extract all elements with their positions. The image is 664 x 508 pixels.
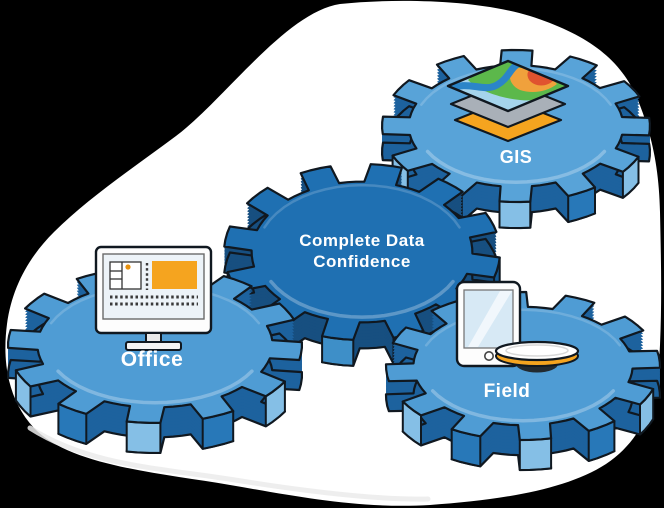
- blob-edge-shadow: [27, 425, 431, 502]
- gear-sheen: [424, 308, 622, 347]
- gis-gear-label: GIS: [500, 147, 533, 167]
- map-river: [448, 61, 528, 94]
- field-gear-label: Field: [484, 381, 531, 402]
- gear-office: Office: [7, 245, 303, 454]
- gear-sheen: [263, 183, 461, 229]
- gps-disc-inner-ring: [505, 344, 569, 357]
- map-red-area: [527, 69, 553, 86]
- gear-tooth-front: [125, 420, 162, 454]
- center-gear-label-line1: Complete Data: [299, 231, 425, 250]
- desktop-monitor-icon: [94, 245, 213, 351]
- monitor-neck: [145, 332, 162, 343]
- gear-top-face: [223, 163, 501, 341]
- gear-sheen: [425, 149, 607, 184]
- gear-center: Complete Data Confidence: [223, 163, 501, 367]
- gear-sheen: [269, 279, 455, 319]
- screen-orange-block: [152, 261, 197, 289]
- gear-tooth-front: [518, 437, 553, 471]
- tablet-home-button: [483, 350, 494, 361]
- screen-window-panel: [109, 261, 142, 290]
- gear-field: Field: [384, 280, 662, 472]
- gear-tooth-front: [321, 335, 355, 367]
- map-layers-icon: [446, 59, 570, 143]
- gps-receiver-icon: [494, 340, 580, 373]
- monitor-base: [125, 341, 182, 351]
- office-gear-label: Office: [121, 348, 184, 371]
- gear-sheen: [56, 369, 254, 405]
- gear-sheen: [430, 389, 616, 423]
- gear-body: [223, 163, 501, 367]
- gear-tooth-front: [498, 200, 532, 229]
- tablet-screen-glare: [468, 291, 512, 347]
- center-gear-label-line2: Confidence: [313, 252, 411, 271]
- panel-orange-dot: [125, 264, 131, 270]
